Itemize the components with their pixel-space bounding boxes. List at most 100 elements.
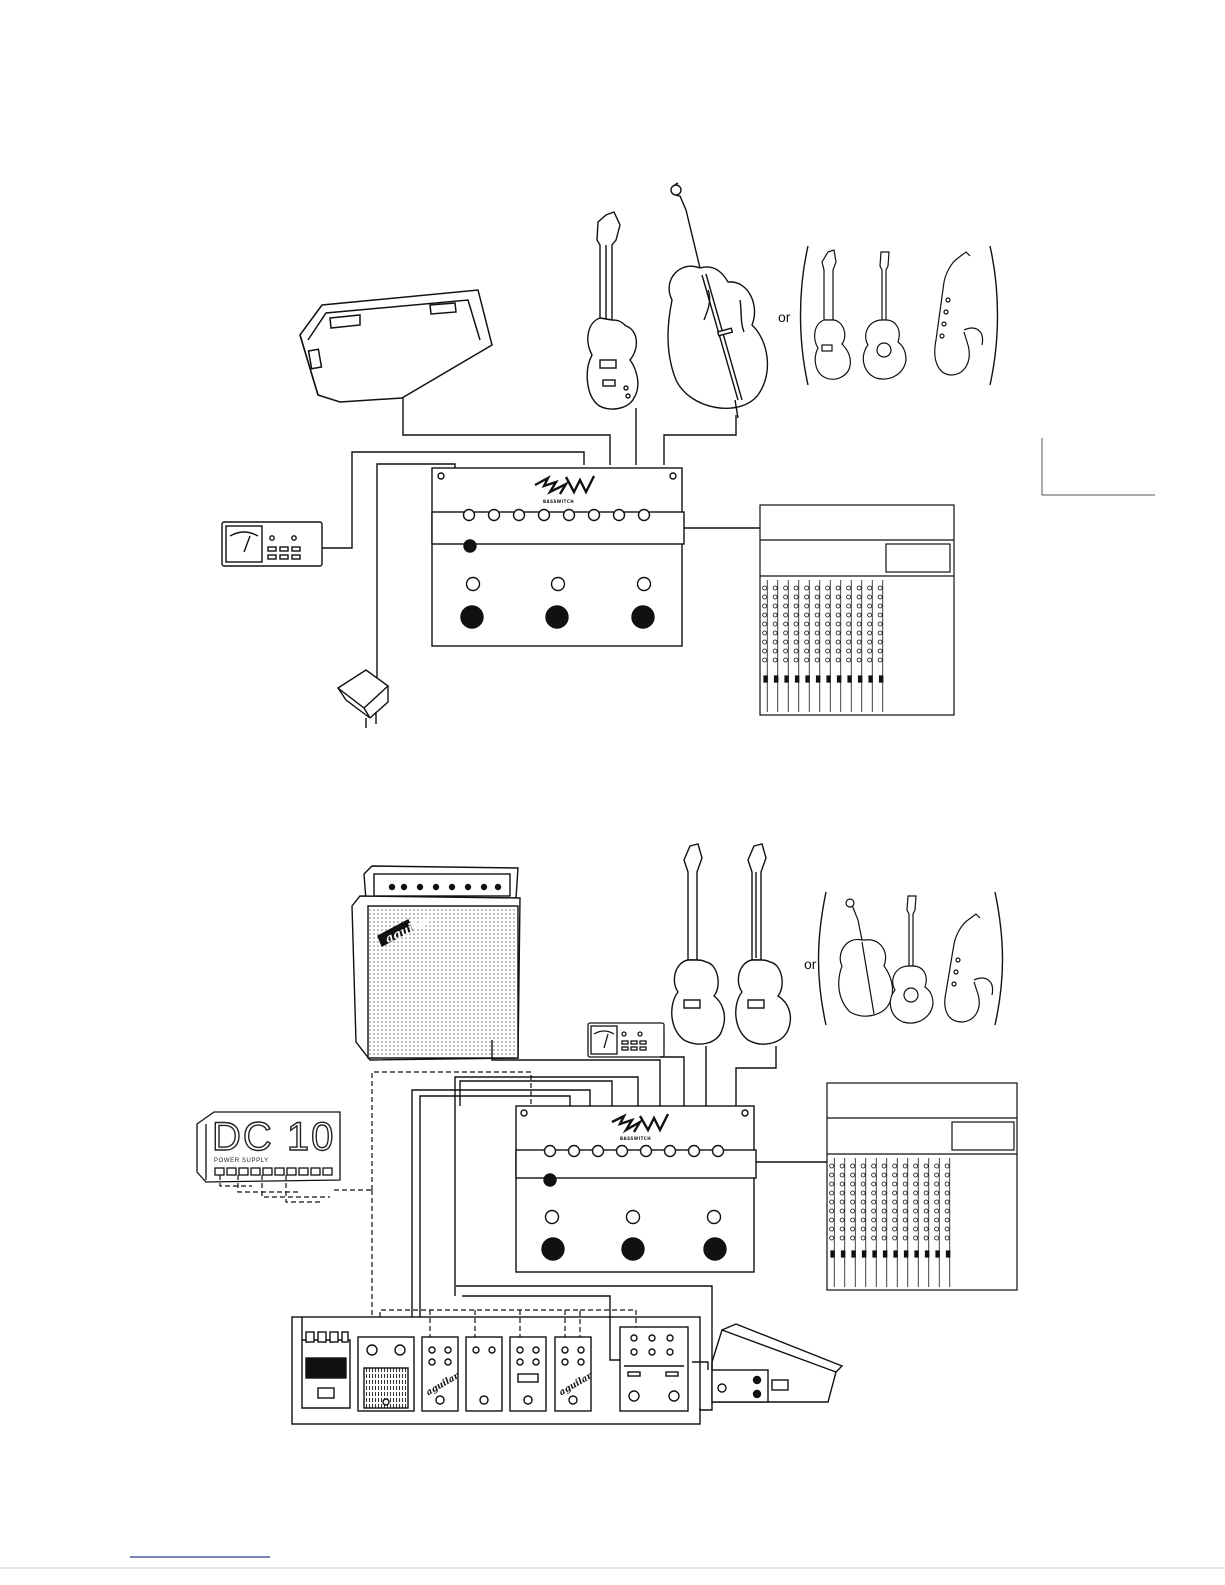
mixer-knob — [893, 1164, 897, 1168]
mixer-knob — [805, 649, 809, 653]
mixer-knob — [847, 622, 851, 626]
mixer-knob — [763, 631, 767, 635]
tuner — [222, 522, 322, 566]
mixer-knob — [773, 649, 777, 653]
mixer-knob — [763, 622, 767, 626]
mixer-fader — [775, 676, 778, 682]
mixer-knob — [878, 658, 882, 662]
mixer-knob — [840, 1200, 844, 1204]
mixer-knob — [878, 586, 882, 590]
mixer-knob — [840, 1209, 844, 1213]
mixer-knob — [924, 1173, 928, 1177]
footswitch-logo-2: BASSWITCH — [620, 1136, 651, 1141]
mixer-knob — [857, 658, 861, 662]
footswitch-unit-2: BASSWITCH — [516, 1106, 756, 1272]
mixer-knob — [872, 1173, 876, 1177]
diagram-2: aguilar — [197, 844, 1017, 1424]
mixer-fader — [827, 676, 830, 682]
mixer-knob — [872, 1209, 876, 1213]
mixer-fader — [842, 1251, 845, 1257]
mixer-knob — [815, 631, 819, 635]
mixer-knob — [903, 1236, 907, 1240]
mixer-knob — [851, 1191, 855, 1195]
mixer-knob — [893, 1218, 897, 1222]
mixer-fader — [926, 1251, 929, 1257]
mixer-knob — [784, 586, 788, 590]
mixer-knob — [794, 604, 798, 608]
mixer-knob — [805, 622, 809, 626]
mixer-knob — [914, 1236, 918, 1240]
mixer-knob — [924, 1182, 928, 1186]
mixer-knob — [794, 631, 798, 635]
mixer-knob — [914, 1164, 918, 1168]
mixer-knob — [903, 1218, 907, 1222]
mixer-fader — [817, 676, 820, 682]
alt-acoustic-bass — [863, 252, 906, 379]
diagram-1: or BASSWITCH — [222, 183, 998, 728]
mixer-knob — [857, 586, 861, 590]
alt-saxophone — [935, 252, 983, 375]
mixer-knob — [935, 1227, 939, 1231]
or-label-2: or — [804, 956, 817, 972]
mixer-knob — [826, 604, 830, 608]
mixer-knob — [836, 595, 840, 599]
footswitch-unit: BASSWITCH — [432, 468, 684, 646]
mixer-knob — [830, 1218, 834, 1222]
mixer-knob — [945, 1191, 949, 1195]
mixer-knob — [826, 631, 830, 635]
electric-bass-1 — [672, 844, 725, 1044]
mixer-knob — [836, 631, 840, 635]
mixer-knob — [784, 613, 788, 617]
mixer-fader — [852, 1251, 855, 1257]
mixer-fader — [838, 676, 841, 682]
mixer-knob — [872, 1227, 876, 1231]
mixer-knob — [836, 586, 840, 590]
mixer-fader — [905, 1251, 908, 1257]
mixer-knob — [857, 613, 861, 617]
mixer-knob — [935, 1218, 939, 1222]
mixer-knob — [830, 1227, 834, 1231]
section-tab — [1042, 438, 1155, 495]
mixer-knob — [773, 586, 777, 590]
mixing-console — [760, 505, 954, 715]
mixer-knob — [857, 595, 861, 599]
mixer-knob — [851, 1236, 855, 1240]
mixer-knob — [773, 604, 777, 608]
mixer-knob — [805, 640, 809, 644]
mixer-knob — [868, 658, 872, 662]
mixer-knob — [773, 640, 777, 644]
mixer-knob — [857, 649, 861, 653]
or-label: or — [778, 309, 791, 325]
mixer-knob — [945, 1218, 949, 1222]
mixer-knob — [851, 1164, 855, 1168]
mixer-knob — [840, 1218, 844, 1222]
mixer-knob — [794, 649, 798, 653]
mixer-knob — [773, 658, 777, 662]
mixer-knob — [794, 586, 798, 590]
mixer-knob — [815, 613, 819, 617]
mixer-knob — [924, 1227, 928, 1231]
mixer-knob — [840, 1164, 844, 1168]
alternative-instruments-2: or — [804, 892, 1003, 1025]
mixer-knob — [935, 1209, 939, 1213]
mixer-knob — [882, 1191, 886, 1195]
mixer-knob — [847, 586, 851, 590]
mixer-knob — [851, 1173, 855, 1177]
mixer-knob — [763, 595, 767, 599]
mixer-knob — [840, 1236, 844, 1240]
mixer-knob — [784, 604, 788, 608]
mixer-knob — [805, 631, 809, 635]
alt-electric-bass — [815, 250, 851, 379]
mixer-knob — [830, 1191, 834, 1195]
mixer-knob — [882, 1173, 886, 1177]
mixer-knob — [815, 595, 819, 599]
mixer-knob — [893, 1191, 897, 1195]
alt-saxophone-2 — [945, 914, 993, 1022]
mixer-knob — [830, 1209, 834, 1213]
mixer-knob — [861, 1173, 865, 1177]
mixer-knob — [826, 613, 830, 617]
mixer-fader — [796, 676, 799, 682]
mixer-knob — [924, 1164, 928, 1168]
mixer-fader — [859, 676, 862, 682]
mixer-knob — [935, 1164, 939, 1168]
